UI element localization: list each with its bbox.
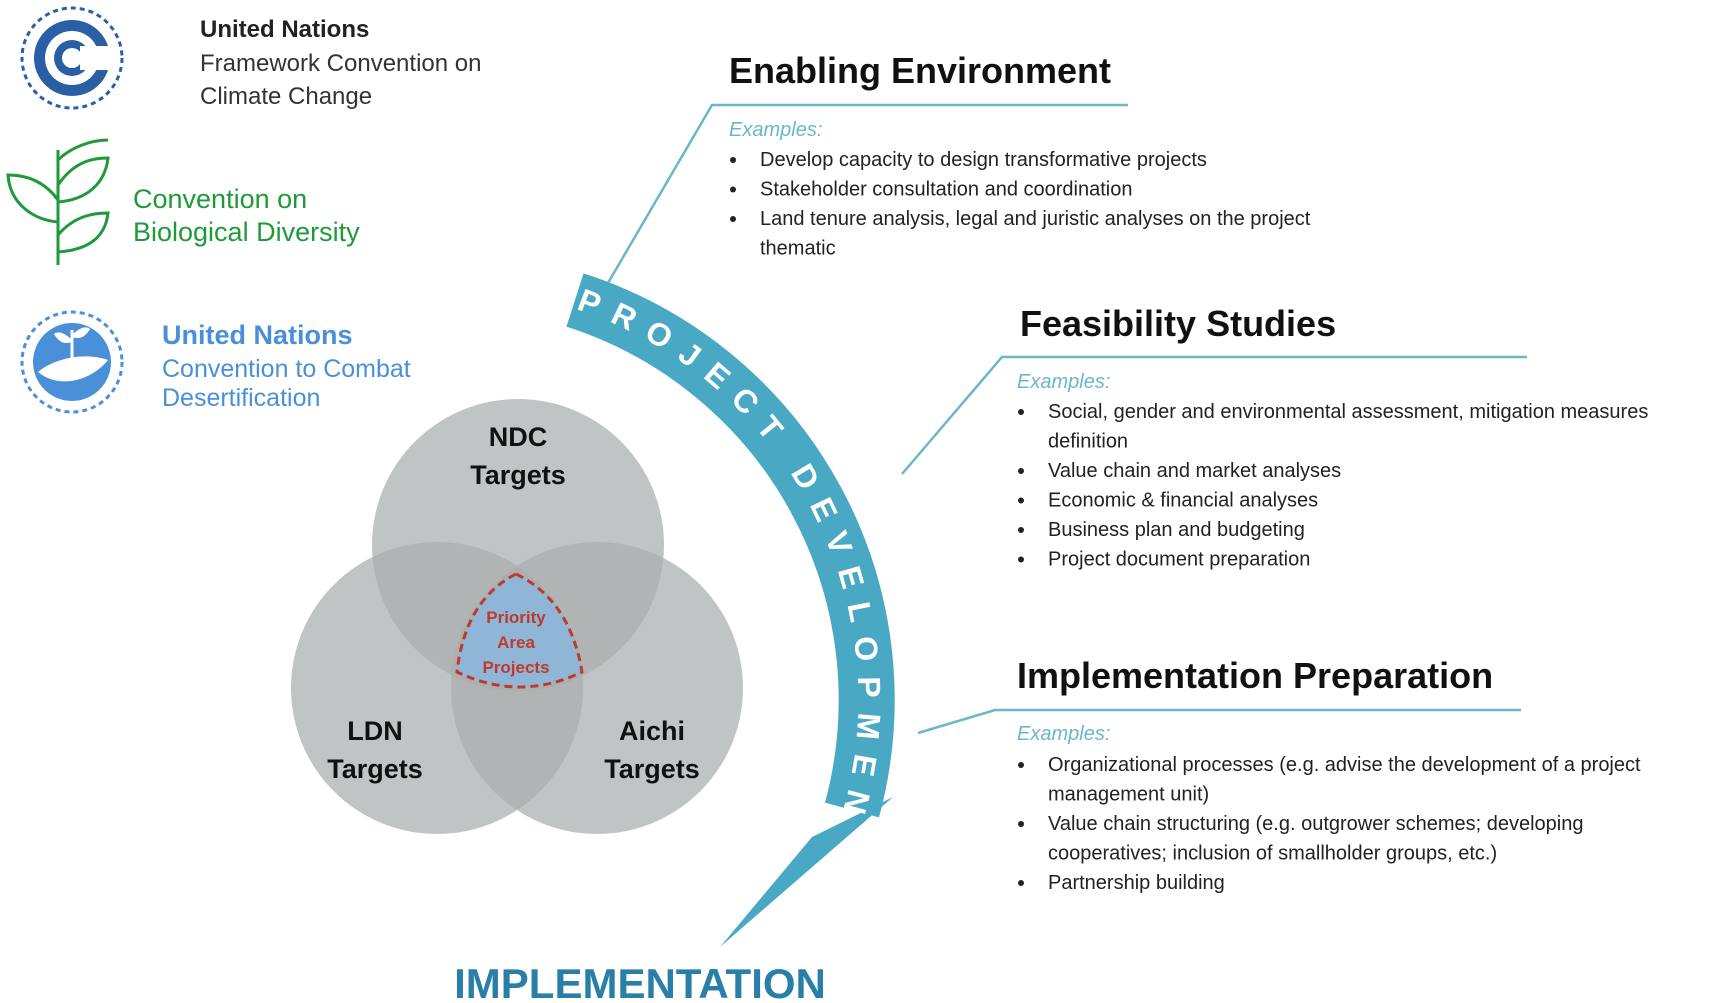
bullet-icon	[1018, 409, 1024, 415]
unfccc-emblem-icon	[20, 6, 124, 110]
priority-label-line1: Priority	[486, 608, 546, 627]
bullet-icon	[1018, 556, 1024, 563]
section-feasibility-studies: Feasibility Studies Examples: Social, ge…	[1017, 303, 1648, 571]
arrow-head-icon	[720, 797, 893, 947]
bullet-icon	[1018, 821, 1024, 827]
aichi-label-line1: Aichi	[619, 716, 685, 746]
list-item-text: Social, gender and environmental assessm…	[1048, 401, 1648, 423]
section-title: Enabling Environment	[729, 50, 1111, 91]
section-list: Organizational processes (e.g. advise th…	[1018, 754, 1641, 894]
arrow-band	[566, 273, 895, 818]
venn-circle-aichi	[451, 542, 743, 834]
cbd-line2: Biological Diversity	[133, 217, 360, 247]
priority-label-line2: Area	[497, 633, 535, 652]
list-item-text: Land tenure analysis, legal and juristic…	[760, 208, 1311, 230]
unfccc-line3: Climate Change	[200, 83, 372, 110]
bullet-icon	[1018, 762, 1024, 768]
examples-label: Examples:	[1017, 371, 1110, 393]
implementation-label: IMPLEMENTATION	[454, 960, 826, 1003]
bullet-icon	[730, 216, 736, 222]
cbd-plant-icon	[6, 138, 110, 265]
examples-label: Examples:	[1017, 723, 1110, 745]
section-implementation-preparation: Implementation Preparation Examples: Org…	[1017, 655, 1641, 894]
connector-implementation-prep	[917, 708, 1521, 735]
list-item-text: definition	[1048, 431, 1128, 453]
venn-diagram: NDC Targets LDN Targets Aichi Targets Pr…	[291, 399, 743, 834]
unfccc-line1: United Nations	[200, 16, 369, 43]
list-item-text: Partnership building	[1048, 872, 1225, 894]
bullet-icon	[1018, 880, 1024, 886]
connector-feasibility	[901, 355, 1527, 475]
bullet-icon	[1018, 468, 1024, 474]
bullet-icon	[1018, 527, 1024, 533]
ldn-label-line2: Targets	[327, 754, 423, 784]
ndc-label-line2: Targets	[470, 460, 566, 490]
list-item-text: cooperatives; inclusion of smallholder g…	[1048, 843, 1497, 865]
section-title: Implementation Preparation	[1017, 655, 1493, 696]
unfccc-line2: Framework Convention on	[200, 50, 481, 77]
list-item-text: Value chain and market analyses	[1048, 460, 1341, 482]
unfccc-logo: United Nations Framework Convention on C…	[20, 6, 481, 110]
list-item-text: Economic & financial analyses	[1048, 490, 1318, 512]
section-title: Feasibility Studies	[1020, 303, 1336, 344]
list-item-text: management unit)	[1048, 784, 1209, 806]
bullet-icon	[730, 157, 736, 163]
list-item-text: Stakeholder consultation and coordinatio…	[760, 179, 1132, 201]
list-item-text: thematic	[760, 238, 836, 260]
section-list: Social, gender and environmental assessm…	[1018, 401, 1648, 571]
connector-lines	[606, 103, 1527, 735]
ndc-label-line1: NDC	[489, 422, 548, 452]
cbd-line1: Convention on	[133, 184, 307, 214]
list-item-text: Organizational processes (e.g. advise th…	[1048, 754, 1641, 776]
bullet-icon	[730, 186, 736, 193]
unccd-logo: United Nations Convention to Combat Dese…	[20, 310, 411, 414]
section-list: Develop capacity to design transformativ…	[730, 149, 1311, 260]
list-item-text: Project document preparation	[1048, 549, 1310, 571]
list-item-text: Business plan and budgeting	[1048, 519, 1305, 541]
bullet-icon	[1018, 497, 1024, 504]
unccd-line3: Desertification	[162, 384, 320, 412]
unccd-emblem-icon	[20, 310, 124, 414]
priority-area-shape	[455, 572, 584, 689]
priority-label-line3: Projects	[482, 658, 549, 677]
unccd-line1: United Nations	[162, 320, 353, 350]
unccd-line2: Convention to Combat	[162, 355, 411, 383]
aichi-label-line2: Targets	[604, 754, 700, 784]
list-item-text: Develop capacity to design transformativ…	[760, 149, 1207, 171]
examples-label: Examples:	[729, 119, 822, 141]
ldn-label-line1: LDN	[347, 716, 403, 746]
cbd-logo: Convention on Biological Diversity	[6, 138, 360, 265]
section-enabling-environment: Enabling Environment Examples: Develop c…	[729, 50, 1311, 260]
connector-enabling	[606, 103, 1128, 284]
list-item-text: Value chain structuring (e.g. outgrower …	[1048, 813, 1583, 835]
